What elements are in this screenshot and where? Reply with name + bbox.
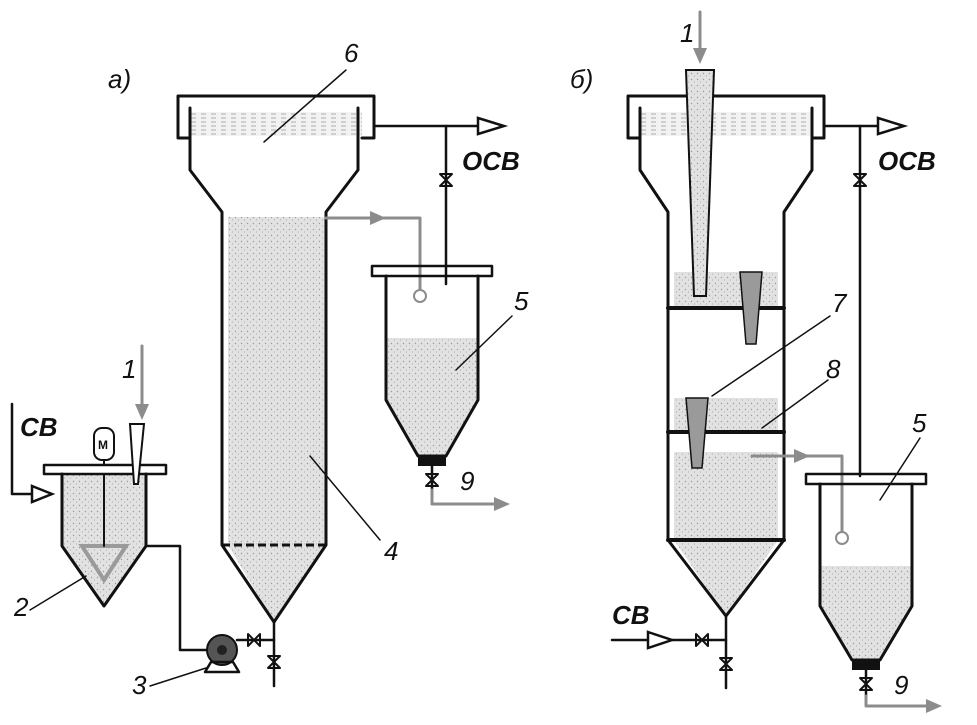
clarified-water-arrow-b (876, 116, 909, 136)
cone-1 (739, 271, 763, 345)
settler-valve-icon[interactable] (425, 473, 439, 487)
settler-valve-b-icon[interactable] (859, 677, 873, 691)
panel-b: б) (570, 10, 942, 713)
settler-bottom-plug (418, 456, 446, 466)
overflow-trough (176, 94, 376, 140)
mixer-wall (60, 472, 148, 608)
settler-bottom-plug-b (852, 660, 880, 670)
vent-valve-b-icon[interactable] (853, 173, 867, 187)
water-inlet-arrow-b (646, 630, 676, 650)
stage-3-fill (674, 452, 778, 616)
label-overflow: 6 (344, 38, 359, 68)
overflow-trough-b (626, 94, 826, 140)
label-water-out-b: ОСВ (878, 146, 936, 176)
label-water-out-a: ОСВ (462, 146, 520, 176)
panel-a: а) M (10, 38, 529, 700)
label-column: 4 (384, 536, 398, 566)
water-inlet-pipe (10, 402, 34, 496)
overflow-flow-arrow (324, 216, 422, 292)
drain-valve-b-icon[interactable] (719, 657, 733, 671)
multistage-column (610, 10, 826, 690)
panel-b-title: б) (570, 64, 593, 94)
label-pump: 3 (132, 670, 147, 700)
settler-lid (370, 264, 494, 278)
label-mixer: 2 (13, 592, 29, 622)
column-sand-fill (228, 217, 326, 622)
vent-valve-icon[interactable] (439, 173, 453, 187)
label-settler-a: 5 (514, 286, 529, 316)
label-feed-a: 1 (122, 354, 136, 384)
column-to-settler-flow (750, 454, 844, 534)
trough-foam-b (640, 112, 812, 136)
settler-fill (386, 338, 478, 456)
label-settler-b: 5 (912, 408, 927, 438)
label-outlet-a: 9 (460, 466, 474, 496)
settler-outlet-arrow-b (864, 694, 932, 708)
pump[interactable] (203, 634, 241, 674)
water-inlet-arrow (30, 484, 56, 504)
cone-2 (685, 397, 709, 469)
label-outlet-b: 9 (894, 670, 908, 700)
separation-column (176, 94, 376, 688)
mixer-feed-cone (128, 423, 146, 485)
clarified-water-arrow (476, 116, 509, 136)
feed-cone-b (684, 69, 716, 297)
label-feed-b: 1 (680, 18, 694, 48)
label-water-in-b: СВ (612, 600, 650, 630)
label-cone: 7 (832, 288, 848, 318)
settler-fill-b (820, 566, 912, 660)
label-water-in-a: СВ (20, 412, 58, 442)
settler-lid-b (804, 472, 928, 486)
panel-a-title: а) (108, 64, 131, 94)
svg-text:M: M (98, 438, 108, 452)
drain-valve-icon[interactable] (267, 655, 281, 669)
inlet-valve-b-icon[interactable] (695, 633, 709, 647)
stage-1-fill (674, 272, 778, 306)
label-plate: 8 (826, 354, 841, 384)
settler-tank (370, 264, 510, 511)
feed-valve-icon[interactable] (247, 633, 261, 647)
mixer-to-pump-pipe (144, 544, 208, 652)
settler-tank-b (804, 472, 942, 713)
settler-outlet-arrow (430, 488, 500, 506)
mixer-tank: M (10, 344, 168, 608)
